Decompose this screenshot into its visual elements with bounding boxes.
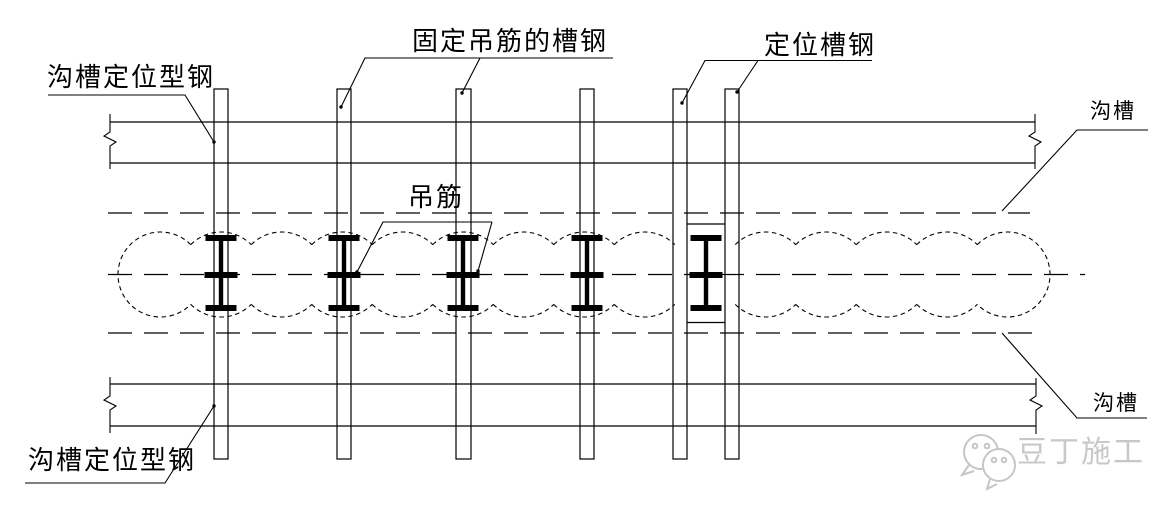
hanging-bar-web: [703, 240, 709, 306]
leader-hanging-bar-right: [477, 221, 493, 272]
hanging-bar-top-flange: [205, 235, 237, 241]
leader-lines: [25, 57, 1148, 484]
bottom-steel-band: [102, 377, 1044, 434]
break-symbol-bottom-left: [102, 377, 118, 433]
watermark-text: 豆丁施工: [1017, 436, 1145, 469]
leader-dot: [212, 404, 216, 408]
leader-dot: [460, 91, 464, 95]
hanging-bar-top-flange: [328, 235, 360, 241]
pile-scallop-path: [117, 231, 1051, 318]
watermark-bubble-big-eye-left: [990, 456, 998, 464]
label-channel-fixing-hanging-bars: 固定吊筋的槽钢: [412, 26, 609, 56]
hanging-bar-bottom-flange: [571, 305, 603, 311]
leader-trench-positioning-steel-top: [48, 94, 215, 143]
channel-steel-bar-6: [724, 88, 740, 460]
pile-scallop-outline: [117, 231, 1051, 318]
channel-steel-bar-5: [672, 88, 688, 460]
watermark-bubble-small-tail: [959, 464, 975, 477]
top-steel-band: [102, 114, 1043, 169]
leader-hanging-bar-left: [356, 221, 492, 273]
hanging-bar-symbol: [327, 235, 361, 311]
leader-dot: [355, 270, 359, 274]
label-trench-right-bottom: 沟槽: [1093, 392, 1139, 415]
hanging-bar-symbol: [204, 235, 238, 311]
watermark-bubble-small-eye-right: [983, 442, 991, 450]
leader-dot: [680, 101, 684, 105]
watermark-bubble-big: [982, 448, 1016, 482]
hanging-bar-bottom-flange: [690, 305, 722, 311]
hanging-bar-symbol: [570, 235, 604, 311]
leader-end-dots: [212, 90, 739, 408]
hanging-bar-symbol: [446, 235, 480, 311]
label-trench-positioning-steel-top: 沟槽定位型钢: [47, 62, 216, 92]
label-trench-right-top: 沟槽: [1090, 100, 1136, 123]
leader-trench-positioning-steel-bottom: [25, 405, 215, 484]
hanging-bar-web: [460, 240, 466, 306]
label-hanging-bar: 吊筋: [408, 182, 465, 212]
hanging-bar-web: [341, 240, 347, 306]
hanging-bar-bottom-flange: [328, 305, 360, 311]
leader-positioning-channel-right: [736, 60, 759, 93]
hanging-bar-top-flange: [447, 235, 479, 241]
leader-positioning-channel-left: [681, 59, 872, 104]
hanging-bar-web: [218, 240, 224, 306]
leader-dot: [476, 269, 480, 273]
hanging-bar-web: [584, 240, 590, 306]
leader-trench-top-right: [1001, 129, 1148, 212]
positioning-channel-connectors: [687, 223, 725, 324]
wechat-watermark-icon: [959, 434, 1016, 491]
leader-dot: [339, 105, 343, 109]
hanging-bar-symbols: [204, 235, 723, 311]
label-positioning-channel-steel: 定位槽钢: [764, 30, 877, 60]
hanging-bar-bottom-flange: [447, 305, 479, 311]
watermark-bubble-big-tail: [985, 478, 998, 491]
hanging-bar-symbol: [689, 235, 723, 311]
leader-channel-fixing-left: [340, 57, 613, 108]
break-symbol-top-right: [1027, 114, 1043, 169]
watermark-bubble-small-eye-left: [971, 442, 979, 450]
leader-channel-fixing-right: [461, 57, 481, 94]
watermark-bubble-big-eye-right: [1000, 456, 1008, 464]
leader-dot: [212, 140, 216, 144]
break-symbol-bottom-right: [1028, 378, 1044, 434]
break-symbol-top-left: [102, 114, 118, 169]
hanging-bar-top-flange: [571, 235, 603, 241]
hanging-bar-bottom-flange: [205, 305, 237, 311]
leader-dot: [735, 90, 739, 94]
leader-trench-bottom-right: [1001, 332, 1147, 419]
label-trench-positioning-steel-bottom: 沟槽定位型钢: [28, 445, 197, 475]
hanging-bar-top-flange: [690, 235, 722, 241]
